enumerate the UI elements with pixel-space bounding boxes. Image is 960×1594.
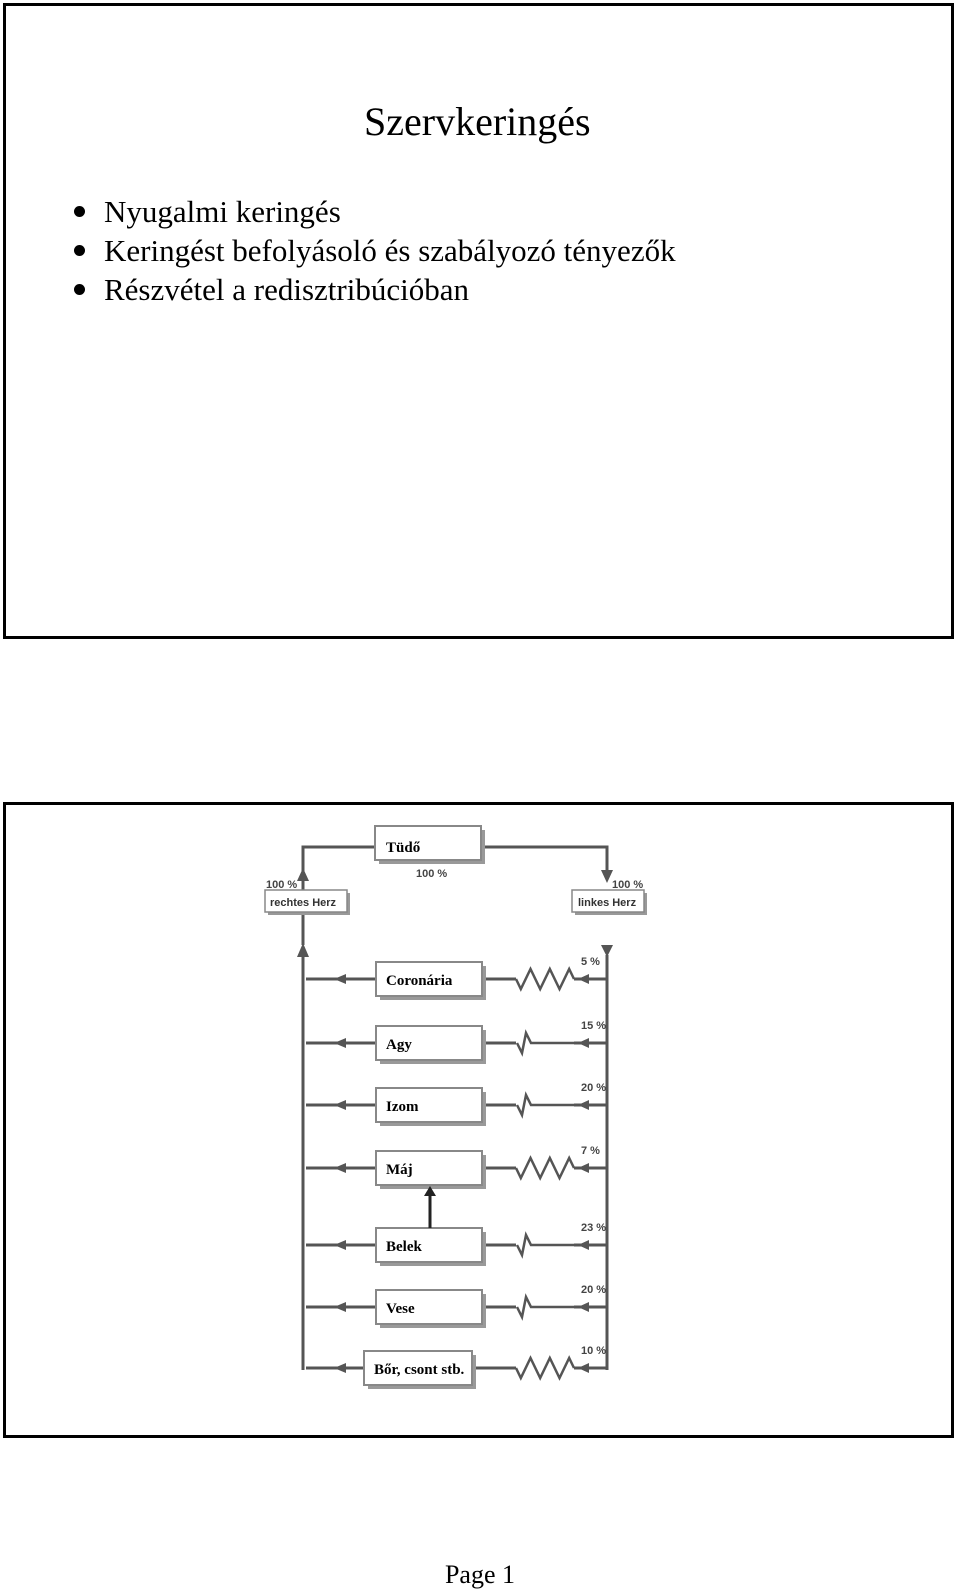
- organ-label: Agy: [386, 1037, 412, 1053]
- organ-percent: 20 %: [581, 1284, 606, 1296]
- lung-percent: 100 %: [416, 868, 447, 880]
- lung-box: Tüdő: [374, 825, 485, 864]
- lung-label: Tüdő: [386, 840, 421, 856]
- organ-branch: Belek 23 %: [306, 1222, 607, 1266]
- bullet-text: Nyugalmi keringés: [104, 194, 341, 229]
- organ-branch: Vese 20 %: [306, 1284, 607, 1328]
- right-heart-box: rechtes Herz: [264, 889, 350, 915]
- left-arrow-icon: [578, 974, 589, 984]
- organ-branch: Coronária 5 %: [306, 956, 607, 1000]
- organ-box: [363, 1350, 473, 1386]
- organ-percent: 5 %: [581, 956, 600, 968]
- organ-percent: 23 %: [581, 1222, 606, 1234]
- organ-label: Bőr, csont stb.: [374, 1362, 465, 1378]
- organ-branch: Bőr, csont stb. 10 %: [306, 1345, 607, 1389]
- up-arrow-icon: [297, 943, 309, 957]
- left-arrow-icon: [334, 1240, 346, 1250]
- left-arrow-icon: [334, 1302, 346, 1312]
- organ-branch: Izom 20 %: [306, 1082, 607, 1126]
- organ-box: [375, 1227, 483, 1263]
- up-arrow-icon: [297, 868, 309, 881]
- organ-percent: 20 %: [581, 1082, 606, 1094]
- left-heart-box: linkes Herz: [571, 889, 647, 915]
- resistor-icon: [514, 1355, 576, 1381]
- organ-box: [375, 1150, 483, 1186]
- organ-percent: 10 %: [581, 1345, 606, 1357]
- bullet-dot: [74, 245, 85, 256]
- bullet-list: Nyugalmi keringés Keringést befolyásoló …: [74, 192, 676, 309]
- organ-box: [375, 1087, 483, 1123]
- left-arrow-icon: [578, 1363, 589, 1373]
- organ-label: Izom: [386, 1099, 419, 1115]
- bullet-dot: [74, 206, 85, 217]
- organ-label: Belek: [386, 1239, 422, 1255]
- left-arrow-icon: [578, 1100, 589, 1110]
- organ-branch: Máj 7 %: [306, 1145, 607, 1189]
- slide-1: Szervkeringés Nyugalmi keringés Keringés…: [3, 3, 954, 639]
- bullet-text: Keringést befolyásoló és szabályozó tény…: [104, 233, 676, 268]
- loop-line: [482, 845, 609, 877]
- organ-branch: Agy 15 %: [306, 1020, 607, 1064]
- left-arrow-icon: [578, 1240, 589, 1250]
- organ-box: [375, 1025, 483, 1061]
- resistor-icon: [514, 966, 576, 992]
- organ-layer: Coronária 5 % Agy 15 % Izom 20 % Máj 7 % Belek 23…: [306, 956, 607, 1389]
- resistor-icon: [515, 1029, 574, 1057]
- organ-box: [375, 1289, 483, 1325]
- resistor-icon: [515, 1091, 574, 1119]
- resistor-icon: [515, 1293, 574, 1321]
- left-heart-percent: 100 %: [612, 879, 643, 891]
- right-heart-percent: 100 %: [266, 879, 297, 891]
- left-arrow-icon: [578, 1163, 589, 1173]
- organ-percent: 7 %: [581, 1145, 600, 1157]
- left-arrow-icon: [578, 1038, 589, 1048]
- down-arrow-icon: [601, 870, 613, 883]
- left-heart-label: linkes Herz: [578, 897, 637, 909]
- down-arrow-icon: [601, 945, 613, 957]
- slide-2: Tüdő 100 % 100 % rechtes Herz 100 % link…: [3, 802, 954, 1438]
- organ-label: Coronária: [386, 973, 453, 989]
- left-arrow-icon: [334, 1363, 346, 1373]
- resistor-icon: [514, 1155, 576, 1181]
- bullet-item: Keringést befolyásoló és szabályozó tény…: [74, 231, 676, 270]
- right-heart-label: rechtes Herz: [270, 897, 337, 909]
- left-arrow-icon: [334, 1100, 346, 1110]
- bullet-dot: [74, 284, 85, 295]
- left-arrow-icon: [334, 1163, 346, 1173]
- left-arrow-icon: [578, 1302, 589, 1312]
- organ-label: Máj: [386, 1162, 413, 1178]
- organ-box: [375, 961, 483, 997]
- page-number: Page 1: [444, 1560, 516, 1589]
- slide-title: Szervkeringés: [364, 99, 591, 144]
- resistor-icon: [515, 1231, 574, 1259]
- bullet-text: Részvétel a redisztribúcióban: [104, 272, 469, 307]
- left-arrow-icon: [334, 974, 346, 984]
- organ-percent: 15 %: [581, 1020, 606, 1032]
- organ-label: Vese: [386, 1301, 415, 1317]
- bullet-item: Részvétel a redisztribúcióban: [74, 270, 676, 309]
- bullet-item: Nyugalmi keringés: [74, 192, 676, 231]
- circulation-diagram: Tüdő 100 % 100 % rechtes Herz 100 % link…: [264, 825, 647, 1389]
- left-arrow-icon: [334, 1038, 346, 1048]
- up-arrow-icon: [424, 1186, 436, 1196]
